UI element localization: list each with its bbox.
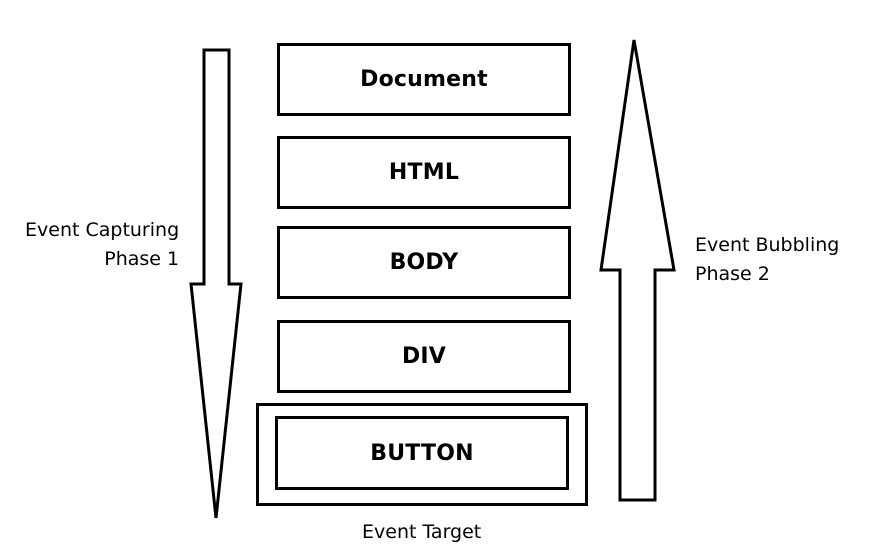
- capturing-caption: Event Capturing Phase 1: [25, 216, 179, 274]
- node-document-label: Document: [360, 67, 488, 92]
- bubbling-title: Event Bubbling: [695, 234, 840, 256]
- node-html-label: HTML: [388, 160, 460, 185]
- event-target-caption: Event Target: [362, 521, 482, 543]
- bubbling-caption: Event Bubbling Phase 2: [695, 231, 839, 289]
- node-button: BUTTON: [275, 416, 569, 490]
- node-body: BODY: [277, 226, 571, 299]
- bubbling-phase: Phase 2: [695, 263, 770, 285]
- node-body-label: BODY: [389, 250, 459, 275]
- node-div-label: DIV: [401, 344, 447, 369]
- capturing-title: Event Capturing: [25, 219, 180, 241]
- node-document: Document: [277, 43, 571, 116]
- node-button-label: BUTTON: [370, 440, 474, 466]
- node-html: HTML: [277, 136, 571, 209]
- capturing-phase: Phase 1: [104, 248, 180, 270]
- node-div: DIV: [277, 320, 571, 393]
